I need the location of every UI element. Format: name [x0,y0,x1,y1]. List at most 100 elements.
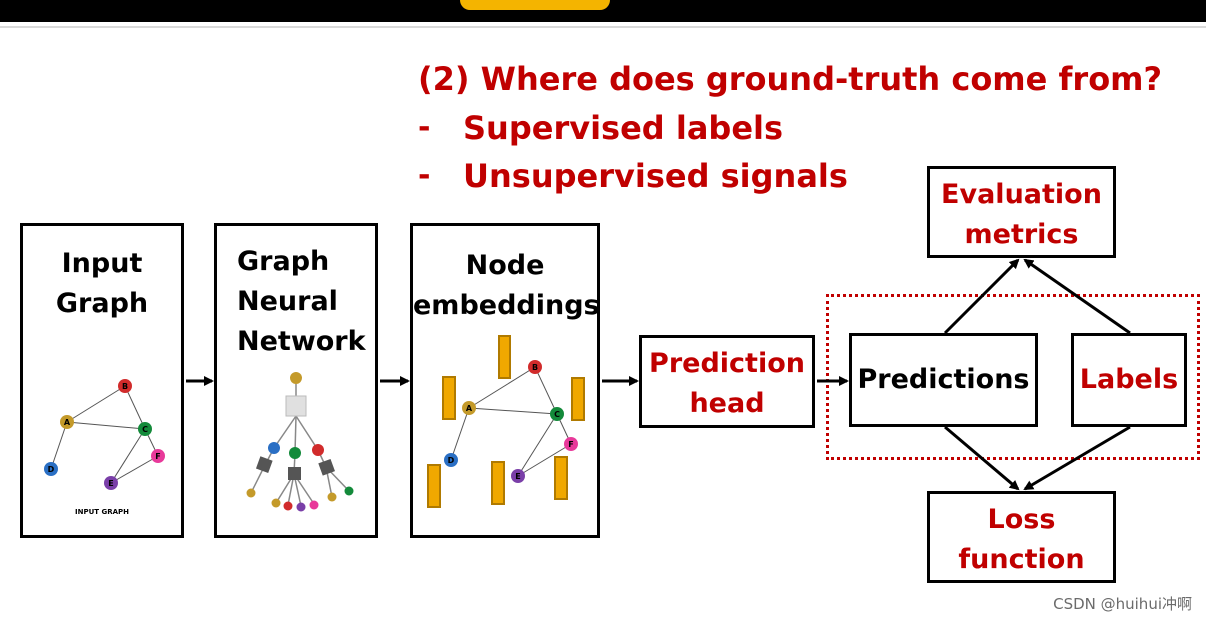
input-graph-title-line2: Graph [55,288,149,319]
bullet-marker-2: - [418,158,431,193]
node-embeddings-title-line1: Node [465,250,545,281]
gnn-aggregator-middle [288,467,301,480]
predictions-labels-region [826,294,1200,460]
evaluation-metrics-title-line2: metrics [964,219,1079,250]
embedding-vector-d [427,464,441,508]
node-embeddings-title: Node embeddings [413,246,600,326]
gnn-aggregator-left [255,456,273,473]
input-graph-title-line1: Input [61,248,143,279]
loss-function-title-line2: function [958,544,1085,575]
prediction-head-title-line1: Prediction [649,348,805,379]
labels-box: Labels [1071,333,1187,427]
gnn-aggregator-right [318,458,335,476]
input-graph-box: Input Graph [20,223,184,538]
input-node-b: B [118,379,132,393]
gnn-leaf-3 [283,501,293,511]
gnn-tree-drawing [246,372,354,512]
gnn-level1-node-c [289,447,301,459]
node-e-label: E [108,479,113,488]
emb-node-d-label: D [448,456,455,465]
gnn-leaf-4 [296,502,306,512]
labels-title: Labels [1079,364,1179,395]
emb-node-a: A [462,401,476,415]
predictions-title: Predictions [857,364,1030,395]
node-embeddings-title-line2: embeddings [413,290,600,321]
input-node-e: E [104,476,118,490]
emb-node-e-label: E [515,472,520,481]
loss-function-box: Loss function [927,491,1116,583]
emb-node-e-circle [511,469,525,483]
node-c-circle [138,422,152,436]
node-b-circle [118,379,132,393]
embedding-vector-e [491,461,505,505]
gnn-root-node [290,372,302,384]
input-graph-caption: INPUT GRAPH [75,508,129,516]
top-divider [0,26,1206,28]
bullet-supervised-labels: Supervised labels [463,109,784,147]
node-f-label: F [155,452,160,461]
arrow-predictions-to-evaluation [943,258,1020,335]
prediction-head-box: Prediction head [639,335,815,428]
gnn-title-line1: Graph [237,246,330,277]
gnn-leaf-2 [271,498,281,508]
gnn-leaf-1 [246,488,256,498]
prediction-head-title-line2: head [689,388,765,419]
gnn-level1-node-b [312,444,324,456]
emb-node-b: B [528,360,542,374]
node-a-circle [60,415,74,429]
predictions-box: Predictions [849,333,1038,427]
input-node-d: D [44,462,58,476]
question-title: (2) Where does ground-truth come from? [418,60,1163,98]
emb-node-d-circle [444,453,458,467]
embedding-vector-a [442,376,456,420]
top-title-accent [460,0,610,10]
emb-node-c: C [550,407,564,421]
embedding-vector-f [554,456,568,500]
emb-node-c-label: C [554,410,560,419]
watermark: CSDN @huihui冲啊 [1053,595,1192,613]
evaluation-metrics-box: Evaluation metrics [927,166,1116,258]
emb-node-f-label: F [568,440,573,449]
node-f-circle [151,449,165,463]
gnn-leaf-6 [327,492,337,502]
evaluation-metrics-title-line1: Evaluation [941,179,1102,210]
evaluation-metrics-title: Evaluation metrics [930,175,1113,255]
emb-node-d: D [444,453,458,467]
emb-node-c-circle [550,407,564,421]
bullet-unsupervised-signals: Unsupervised signals [463,157,848,195]
input-node-c: C [138,422,152,436]
input-node-a: A [60,415,74,429]
arrow-labels-to-loss [1023,425,1131,491]
gnn-title: Graph Neural Network [217,242,375,362]
loss-function-title: Loss function [930,500,1113,580]
emb-node-f: F [564,437,578,451]
emb-node-e: E [511,469,525,483]
loss-function-title-line1: Loss [987,504,1056,535]
gnn-leaf-5 [309,500,319,510]
emb-node-b-label: B [532,363,538,372]
gnn-leaf-7 [344,486,354,496]
node-d-label: D [48,465,55,474]
input-graph-drawing: A B C D E F INPUT GRAPH [44,379,165,516]
gnn-title-line3: Network [237,326,366,357]
input-node-f: F [151,449,165,463]
node-e-circle [104,476,118,490]
emb-node-f-circle [564,437,578,451]
embeddings-graph-drawing: A B C D E F [427,335,585,508]
emb-node-a-label: A [466,404,473,413]
gnn-level1-node-d [268,442,280,454]
arrow-labels-to-evaluation [1023,258,1131,335]
gnn-root-aggregator [285,395,307,417]
node-b-label: B [122,382,128,391]
node-c-label: C [142,425,148,434]
node-a-label: A [64,418,71,427]
input-graph-title: Input Graph [23,244,181,324]
emb-node-b-circle [528,360,542,374]
top-title-bar [0,0,1206,22]
arrow-predictions-to-loss [944,425,1020,491]
node-d-circle [44,462,58,476]
embedding-vector-b [498,335,511,379]
gnn-title-line2: Neural [237,286,338,317]
embedding-vector-c [571,377,585,421]
